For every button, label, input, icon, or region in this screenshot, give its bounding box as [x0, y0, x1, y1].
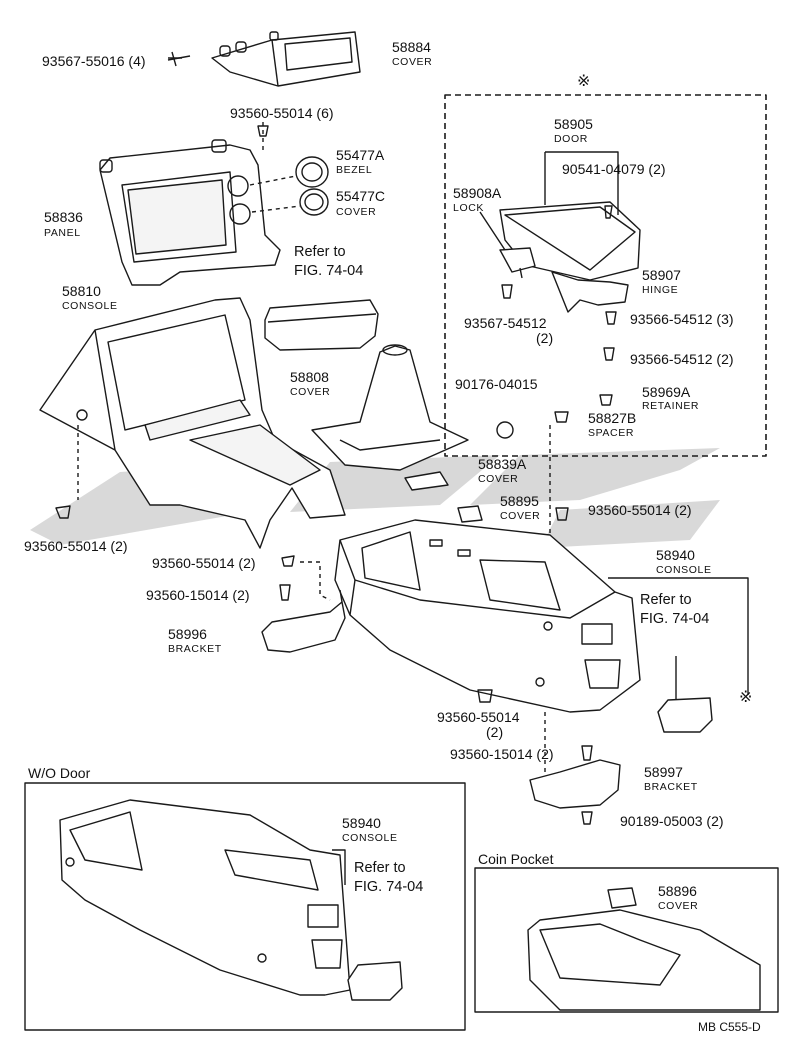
bracket-58996-part: [261, 589, 346, 653]
figure-code: MB C555-D: [698, 1020, 761, 1034]
callout-93560-15014-bottom: 93560-15014 (2): [450, 746, 554, 762]
callout-58940-wo: 58940: [342, 815, 381, 831]
callout-58836-name: PANEL: [44, 227, 81, 239]
callout-93560-55014-bottom-qty: (2): [486, 724, 504, 740]
panel-58836-part: [99, 139, 281, 286]
callout-55477a-name: BEZEL: [336, 164, 373, 176]
callout-58827b: 58827B: [588, 410, 637, 426]
section-wo-door: W/O Door: [28, 765, 91, 781]
cover-58884-part: [211, 31, 361, 87]
door-screws: [501, 284, 617, 406]
refer-to-line1-right: Refer to: [640, 592, 692, 608]
refer-to-fig-right: FIG. 74-04: [640, 611, 710, 627]
bracket-58997-part: [529, 712, 621, 825]
callout-58969a-name: RETAINER: [642, 400, 700, 412]
screw-93560-15014: [279, 584, 291, 601]
callout-93560-55014-left: 93560-55014 (2): [24, 538, 128, 554]
callout-58827b-name: SPACER: [588, 427, 634, 439]
callout-90176-04015: 90176-04015: [455, 376, 538, 392]
console-58940-bracket: [608, 577, 749, 695]
callout-93560-55014-top: 93560-55014 (6): [230, 105, 334, 121]
callout-93566-54512-2: 93566-54512 (2): [630, 351, 734, 367]
screw-93560-55014-console: [281, 555, 493, 703]
bezel-55477a-part: [295, 156, 329, 188]
cover-58839a-part: [404, 471, 449, 491]
cover-58895-part: [457, 505, 483, 523]
callout-58808-name: COVER: [290, 386, 331, 398]
lock-58908a-part: [479, 211, 536, 279]
callout-58808: 58808: [290, 369, 329, 385]
callout-58908a-name: LOCK: [453, 202, 484, 214]
hinge-58907-part: [551, 271, 629, 313]
cover-55477c-part: [299, 188, 329, 216]
callout-93567-54512: 93567-54512: [464, 315, 547, 331]
coin-pocket-frame: [474, 867, 779, 1013]
screw-90541-04079: [604, 205, 613, 219]
refer-to-fig-wo: FIG. 74-04: [354, 879, 424, 895]
screw-93560-55014-left: [55, 425, 79, 519]
console-58940-part: [334, 519, 641, 713]
cover-58808-part: [311, 344, 469, 471]
section-coin-pocket: Coin Pocket: [478, 851, 554, 867]
wo-door-console-part: [59, 799, 403, 1001]
callout-55477c: 55477C: [336, 188, 386, 204]
callout-93560-55014-center: 93560-55014 (2): [152, 555, 256, 571]
callout-58996-name: BRACKET: [168, 643, 222, 655]
callout-93567-55016: 93567-55016 (4): [42, 53, 146, 69]
callout-93560-55014-bottom: 93560-55014: [437, 709, 520, 725]
callout-58884: 58884: [392, 39, 431, 55]
note-mark-right: ※: [739, 689, 753, 706]
door-assembly-box: [444, 94, 767, 457]
callout-58810-name: CONSOLE: [62, 300, 118, 312]
callout-58996: 58996: [168, 626, 207, 642]
door-58905-part: [499, 151, 641, 281]
callout-58907-name: HINGE: [642, 284, 679, 296]
callout-58896: 58896: [658, 883, 697, 899]
callout-58905-name: DOOR: [554, 133, 588, 145]
callout-58997-name: BRACKET: [644, 781, 698, 793]
callout-58810: 58810: [62, 283, 101, 299]
refer-cover-top: [264, 299, 379, 351]
callout-93560-55014-right: 93560-55014 (2): [588, 502, 692, 518]
callout-58839a-name: COVER: [478, 473, 519, 485]
callout-58839a: 58839A: [478, 456, 527, 472]
callout-58997: 58997: [644, 764, 683, 780]
callout-58908a: 58908A: [453, 185, 502, 201]
refer-to-fig: FIG. 74-04: [294, 263, 364, 279]
callout-90189-05003: 90189-05003 (2): [620, 813, 724, 829]
coin-pocket-console-part: [527, 887, 761, 1011]
console-58810-part: [39, 297, 346, 549]
refer-to-line1-wo: Refer to: [354, 860, 406, 876]
callout-58907: 58907: [642, 267, 681, 283]
note-mark-top: ※: [577, 73, 591, 90]
refer-part-right: [657, 656, 713, 733]
callout-58895: 58895: [500, 493, 539, 509]
screw-93560-55014-top: [257, 125, 269, 137]
callout-93566-54512-3: 93566-54512 (3): [630, 311, 734, 327]
callout-90541-04079: 90541-04079 (2): [562, 161, 666, 177]
callout-58895-name: COVER: [500, 510, 541, 522]
callout-58836: 58836: [44, 209, 83, 225]
callout-58940: 58940: [656, 547, 695, 563]
callout-58940-wo-name: CONSOLE: [342, 832, 398, 844]
callout-58969a: 58969A: [642, 384, 691, 400]
callout-58905: 58905: [554, 116, 593, 132]
callout-55477a: 55477A: [336, 147, 385, 163]
callout-58884-name: COVER: [392, 56, 433, 68]
callout-58896-name: COVER: [658, 900, 699, 912]
screw-93560-55014-mid: [555, 507, 569, 521]
wo-door-frame: [24, 782, 466, 1031]
callout-93567-54512-qty: (2): [536, 330, 554, 346]
callout-58940-name: CONSOLE: [656, 564, 712, 576]
leader-dashes: [249, 122, 301, 213]
refer-to-line1: Refer to: [294, 244, 346, 260]
callout-93560-15014-left: 93560-15014 (2): [146, 587, 250, 603]
screw-93567-55016: [167, 51, 191, 67]
callout-55477c-name: COVER: [336, 206, 377, 218]
